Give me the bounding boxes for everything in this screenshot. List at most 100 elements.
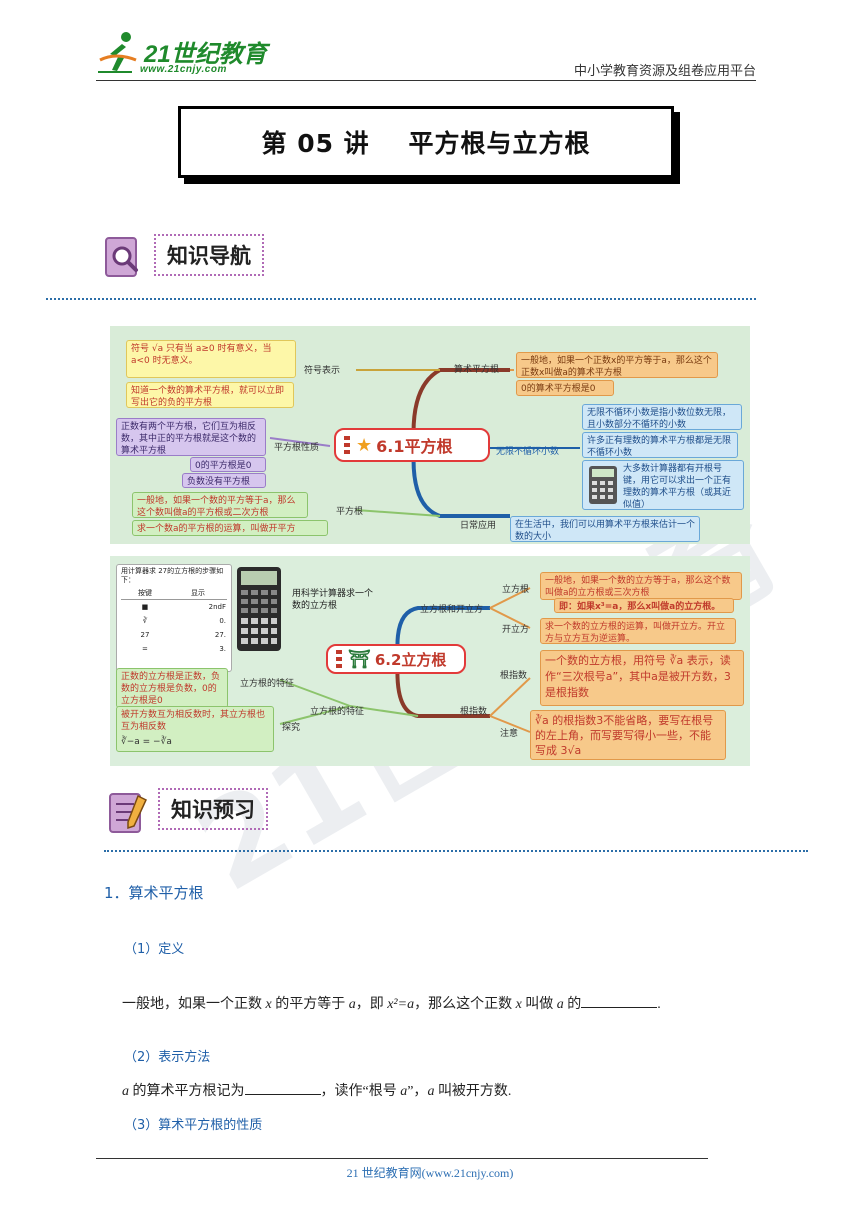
branch-daily: 日常应用 <box>460 521 497 531</box>
text: 的平方等于 <box>271 997 349 1012</box>
heading-arith-root: 1．算术平方根 <box>104 884 204 902</box>
mindmap1-center: ★ 6.1平方根 <box>334 428 490 462</box>
header-rule <box>96 80 756 81</box>
var-x: x <box>515 997 522 1012</box>
text: . <box>657 997 661 1012</box>
note-irrational-3: 大多数计算器都有开根号键，用它可以求出一个正有理数的算术平方根（或其近似值） <box>582 460 744 510</box>
note-cube-definition: 一般地，如果一个数的立方等于a，那么这个数叫做a的立方根或三次方根 <box>540 572 742 600</box>
logo-url: www.21cnjy.com <box>140 64 227 75</box>
mindmap-square-root: 符号 √a 只有当 a≥0 时有意义，当 a<0 时无意义。 知道一个数的算术平… <box>110 326 750 544</box>
note-sqrt-definition: 一般地，如果一个数的平方等于a，那么这个数叫做a的平方根或二次方根 <box>132 492 308 518</box>
branch-cube: 立方根 <box>502 585 530 595</box>
table-cell: ■ <box>141 602 149 611</box>
note-sqrt-operation: 求一个数a的平方根的运算，叫做开平方 <box>132 520 328 536</box>
text: ，读作“根号 <box>320 1084 401 1099</box>
star-icon: ★ <box>356 434 373 456</box>
note-irrational-3-text: 大多数计算器都有开根号键，用它可以求出一个正有理数的算术平方根（或其近似值） <box>623 464 732 510</box>
note-arith-definition: 一般地，如果一个正数x的平方等于a，那么这个正数x叫做a的算术平方根 <box>516 352 718 378</box>
table-header-keys: 按键 <box>121 588 169 600</box>
menu-bars-icon <box>336 650 342 668</box>
note-explore: 被开方数互为相反数时，其立方根也互为相反数 ∛−a = −∛a <box>116 706 274 752</box>
title-box: 第 05 讲 平方根与立方根 <box>178 106 674 178</box>
branch-open: 开立方 <box>502 625 530 635</box>
runner-logo-icon <box>98 32 137 73</box>
text: 叫被开方数. <box>434 1084 512 1099</box>
section-preview-label: 知识预习 <box>158 788 268 830</box>
table-cell: = <box>142 644 148 653</box>
section-nav-label: 知识导航 <box>154 234 264 276</box>
answer-blank[interactable] <box>581 995 658 1008</box>
branch-irrational: 无限不循环小数 <box>496 447 560 457</box>
table-header-display: 显示 <box>168 588 227 600</box>
branch-explore: 探究 <box>282 723 301 733</box>
text: 的算术平方根记为 <box>129 1084 245 1099</box>
note-daily-use: 在生活中，我们可以用算术平方根来估计一个数的大小 <box>510 516 700 542</box>
branch-sqrt: 平方根 <box>336 507 364 517</box>
branch-calculator: 用科学计算器求一个数的立方根 <box>292 589 374 611</box>
var-a: a <box>348 997 356 1012</box>
note-negative-root: 知道一个数的算术平方根，就可以立即写出它的负的平方根 <box>126 382 294 408</box>
branch-note: 注意 <box>500 729 519 739</box>
note-cube-formula: 即：如果x³=a，那么x叫做a的立方根。 <box>554 598 734 613</box>
branch-notation: 符号表示 <box>304 366 341 376</box>
definition-paragraph: 一般地，如果一个正数 x 的平方等于 a，即 x²=a，那么这个正数 x 叫做 … <box>122 993 661 1013</box>
note-explore-text: 被开方数互为相反数时，其立方根也互为相反数 <box>121 710 266 732</box>
note-explore-formula: ∛−a = −∛a <box>121 737 172 747</box>
menu-bars-icon <box>344 436 350 454</box>
section-nav-divider <box>46 298 756 300</box>
text: 一般地，如果一个正数 <box>122 997 266 1012</box>
table-caption: 用计算器求 27的立方根的步骤如下： <box>121 567 224 584</box>
heading-definition: （1）定义 <box>124 942 185 957</box>
note-props-zero: 0的平方根是0 <box>190 457 266 472</box>
scientific-calculator-icon <box>237 567 281 651</box>
table-row: =3. <box>121 642 227 656</box>
table-cell: 0. <box>219 616 226 625</box>
table-cell: 27. <box>214 630 226 639</box>
branch-props: 平方根性质 <box>274 443 320 453</box>
branch-index: 根指数 <box>500 671 528 681</box>
note-notation-rule: 符号 √a 只有当 a≥0 时有意义，当 a<0 时无意义。 <box>126 340 296 378</box>
note-index-attention: ∛a 的根指数3不能省略，要写在根号的左上角，而写要写得小一些，不能写成 3√a <box>530 710 726 760</box>
note-props-two-roots: 正数有两个平方根，它们互为相反数，其中正的平方根就是这个数的算术平方根 <box>116 418 266 456</box>
branch-cube-and-open: 立方根和开立方 <box>420 605 484 615</box>
var-a: a <box>122 1084 129 1099</box>
note-irrational-1: 无限不循环小数是指小数位数无限，且小数部分不循环的小数 <box>582 404 742 430</box>
var-x: x <box>265 997 272 1012</box>
table-row: ∛ 0. <box>121 614 227 628</box>
equation: x²=a <box>387 997 415 1012</box>
note-arith-zero: 0的算术平方根是0 <box>516 380 614 396</box>
branch-feature-main: 立方根的特征 <box>310 707 365 717</box>
text: ”， <box>407 1084 428 1099</box>
platform-name: 中小学教育资源及组卷应用平台 <box>573 63 756 78</box>
note-irrational-2: 许多正有理数的算术平方根都是无限不循环小数 <box>582 432 738 458</box>
steps-table: 按键 显示 ■2ndF ∛ 0. 27 27. =3. <box>121 588 227 656</box>
answer-blank[interactable] <box>244 1082 321 1095</box>
text: 的 <box>563 997 582 1012</box>
branch-index-main: 根指数 <box>460 707 488 717</box>
branch-arith-root: 算术平方根 <box>454 365 500 375</box>
footer-text[interactable]: 21 世纪教育网(www.21cnjy.com) <box>346 1166 514 1180</box>
mindmap2-center-label: 6.2立方根 <box>374 650 447 669</box>
table-row: ■2ndF <box>121 600 227 615</box>
section-preview-badge: 知识预习 <box>108 786 272 840</box>
notepad-pencil-icon <box>109 793 147 833</box>
page-title: 第 05 讲 平方根与立方根 <box>261 129 591 158</box>
note-open-definition: 求一个数的立方根的运算，叫做开立方。开立方与立方互为逆运算。 <box>540 618 736 644</box>
representation-paragraph: a 的算术平方根记为，读作“根号 a”，a 叫被开方数. <box>122 1080 511 1100</box>
text: 叫做 <box>521 997 557 1012</box>
branch-feature: 立方根的特征 <box>240 679 295 689</box>
magnifier-document-icon <box>105 237 138 277</box>
heading-properties: （3）算术平方根的性质 <box>124 1118 263 1133</box>
table-row: 27 27. <box>121 628 227 642</box>
mindmap1-center-label: 6.1平方根 <box>376 437 453 456</box>
site-logo[interactable]: 21世纪教育 www.21cnjy.com <box>96 30 267 80</box>
note-cube-feature: 正数的立方根是正数，负数的立方根是负数，0的立方根是0 <box>116 668 228 708</box>
var-a: a <box>427 1084 435 1099</box>
note-props-negative: 负数没有平方根 <box>182 473 266 488</box>
table-cell: 27 <box>140 630 150 639</box>
calculator-steps-table: 用计算器求 27的立方根的步骤如下： 按键 显示 ■2ndF ∛ 0. 27 27.… <box>116 564 232 672</box>
var-a: a <box>400 1084 408 1099</box>
table-cell: ∛ <box>142 616 148 625</box>
text: ，即 <box>355 997 388 1012</box>
heading-representation: （2）表示方法 <box>124 1050 211 1065</box>
